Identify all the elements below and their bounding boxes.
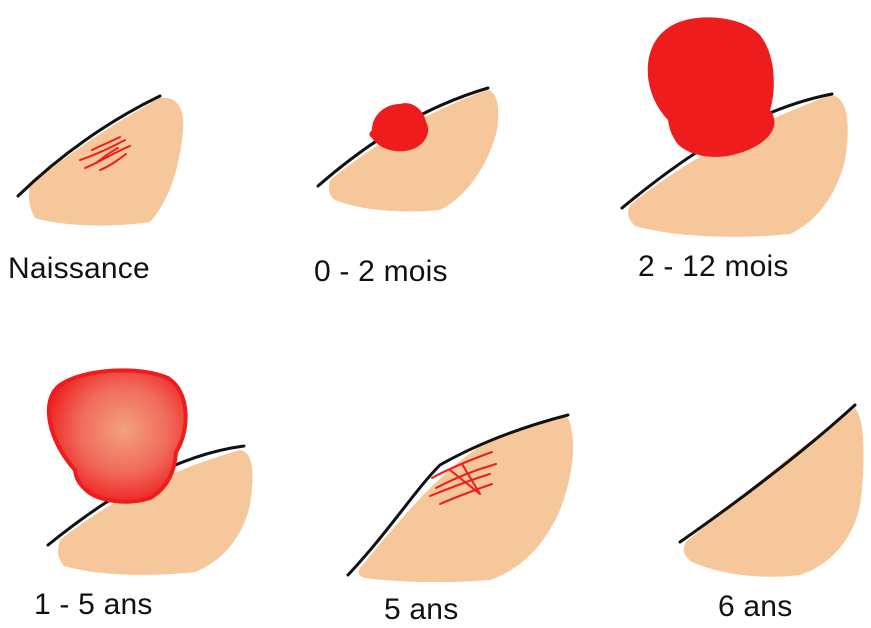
skin-area xyxy=(684,408,864,577)
stage-label: 6 ans xyxy=(718,590,792,624)
